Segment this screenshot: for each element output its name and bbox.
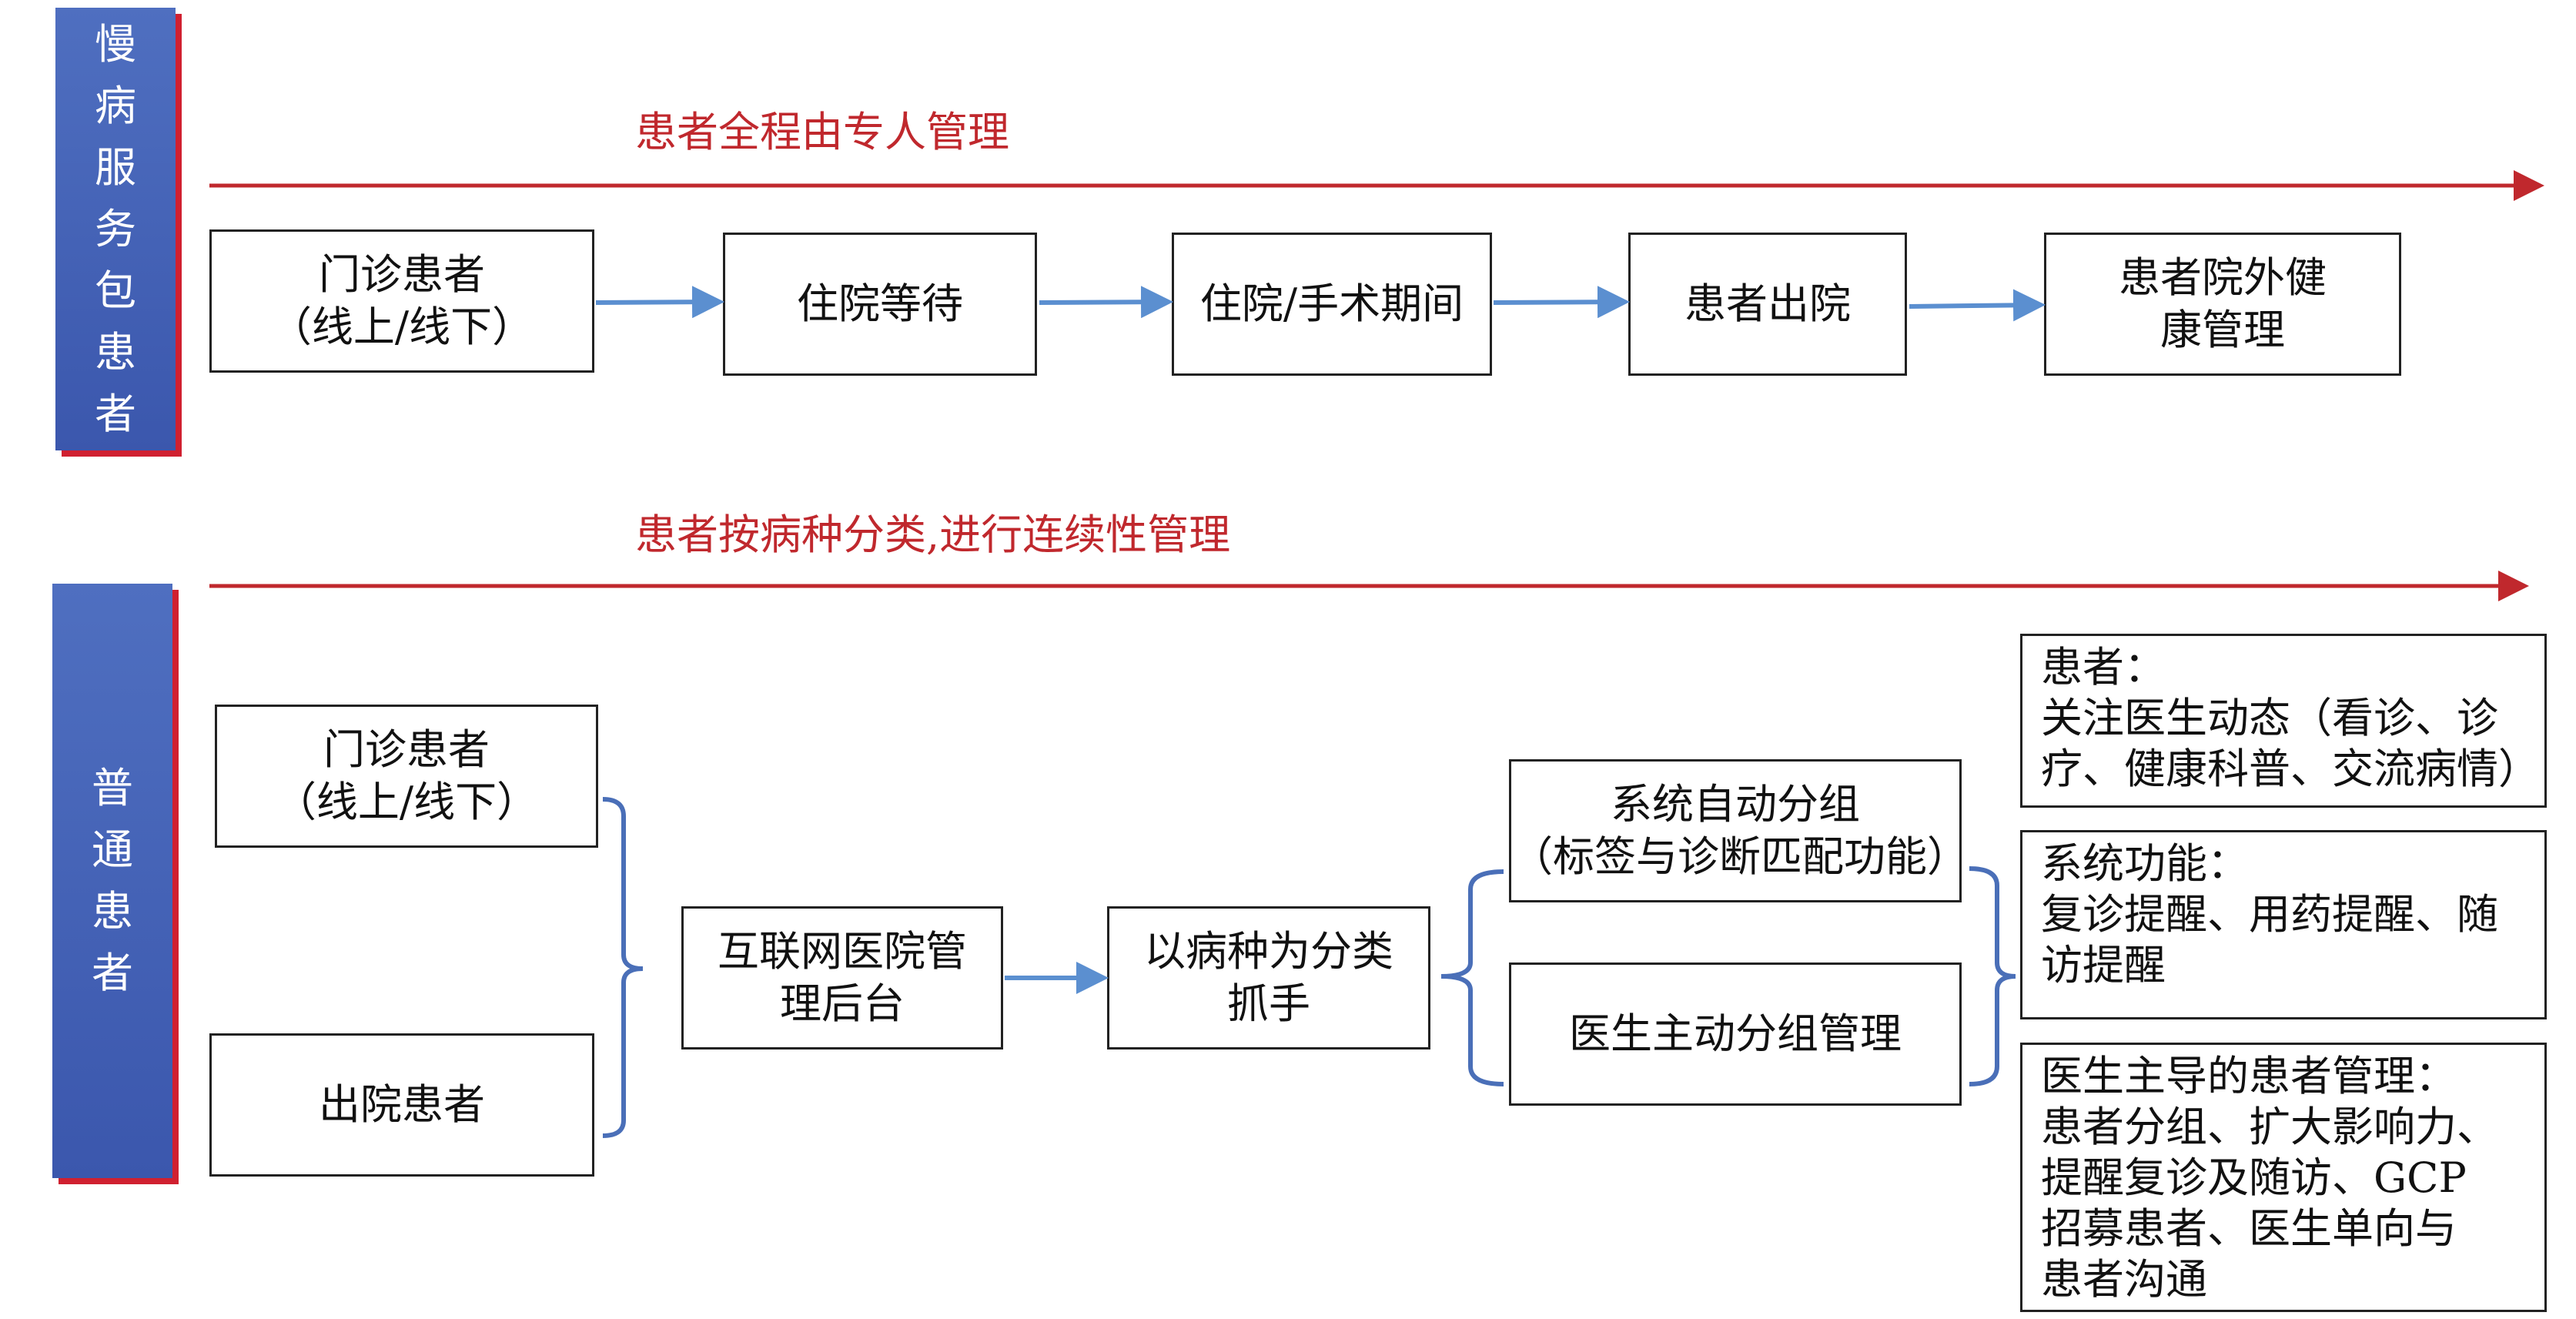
box-outpatient: 门诊患者 （线上/线下） [215,705,598,848]
note-line: 访提醒 [2041,941,2166,989]
box-line: （标签与诊断匹配功能） [1511,832,1969,881]
box-line: 患者院外健 [2119,253,2327,302]
flow-arrow [1909,289,2046,322]
bracket-split-groups [1440,869,1504,1086]
box-line: （线上/线下） [274,778,539,826]
flow-box-discharge: 患者出院 [1628,233,1907,376]
flow-arrow [1039,286,1173,319]
box-line: 理后台 [780,979,905,1028]
sidebar-char: 服 [95,142,136,192]
sidebar-general: 普 通 患 者 [52,584,172,1178]
sidebar-char: 包 [95,266,136,315]
box-line: 患者出院 [1684,280,1851,328]
box-line: 互联网医院管 [718,927,967,976]
box-line: 门诊患者 [323,725,490,774]
note-system: 系统功能： 复诊提醒、用药提醒、随 访提醒 [2020,830,2547,1019]
sidebar-char: 普 [92,764,133,812]
note-line: 疗、健康科普、交流病情） [2041,745,2540,793]
note-line: 患者分组、扩大影响力、 [2041,1103,2498,1151]
sidebar-char: 患 [95,327,136,377]
flow-box-aftercare: 患者院外健 康管理 [2044,233,2401,376]
note-patient: 患者： 关注医生动态（看诊、诊 疗、健康科普、交流病情） [2020,634,2547,808]
flow-arrow [1493,286,1630,319]
note-line: 患者： [2041,643,2166,691]
note-line: 复诊提醒、用药提醒、随 [2041,890,2498,939]
headline-chronic: 患者全程由专人管理 [635,108,1009,156]
box-doctor-group: 医生主动分组管理 [1509,962,1962,1106]
box-line: （线上/线下） [269,303,534,351]
box-backend: 互联网医院管 理后台 [681,906,1003,1050]
box-line: 门诊患者 [319,250,485,299]
flow-arrow [595,286,724,319]
sidebar-char: 患 [92,887,133,936]
sidebar-char: 务 [95,204,136,253]
sidebar-char: 病 [95,81,136,130]
flow-box-surgery: 住院/手术期间 [1172,233,1492,376]
box-line: 住院等待 [797,280,963,328]
bracket-merge-sources [602,797,644,1138]
box-discharged: 出院患者 [209,1033,594,1177]
sidebar-char: 者 [95,389,136,438]
note-line: 医生主导的患者管理： [2041,1052,2457,1100]
note-line: 提醒复诊及随访、GCP [2041,1153,2467,1202]
box-line: 出院患者 [319,1080,485,1129]
flow-box-waiting: 住院等待 [723,233,1037,376]
box-line: 系统自动分组 [1611,780,1860,829]
box-line: 住院/手术期间 [1199,280,1464,328]
box-line: 以病种为分类 [1144,927,1393,976]
bracket-merge-notes [1969,866,2016,1086]
sidebar-char: 慢 [95,19,136,69]
note-doctor: 医生主导的患者管理： 患者分组、扩大影响力、 提醒复诊及随访、GCP 招募患者、… [2020,1043,2547,1312]
sidebar-general-label: 普 通 患 者 [52,584,172,1178]
box-line: 医生主动分组管理 [1569,1009,1902,1058]
flow-box-outpatient: 门诊患者 （线上/线下） [209,229,594,373]
note-line: 招募患者、医生单向与 [2041,1204,2457,1253]
box-line: 康管理 [2160,306,2285,354]
sidebar-chronic-label: 慢 病 服 务 包 患 者 [55,8,176,450]
box-auto-group: 系统自动分组 （标签与诊断匹配功能） [1509,759,1969,902]
note-line: 关注医生动态（看诊、诊 [2041,694,2498,742]
box-disease-class: 以病种为分类 抓手 [1107,906,1430,1050]
note-line: 患者沟通 [2041,1255,2207,1304]
sidebar-char: 者 [92,949,133,997]
box-line: 抓手 [1227,979,1310,1028]
sidebar-chronic: 慢 病 服 务 包 患 者 [55,8,176,450]
note-line: 系统功能： [2041,839,2249,888]
sidebar-char: 通 [92,825,133,874]
headline-general: 患者按病种分类,进行连续性管理 [635,511,1231,559]
